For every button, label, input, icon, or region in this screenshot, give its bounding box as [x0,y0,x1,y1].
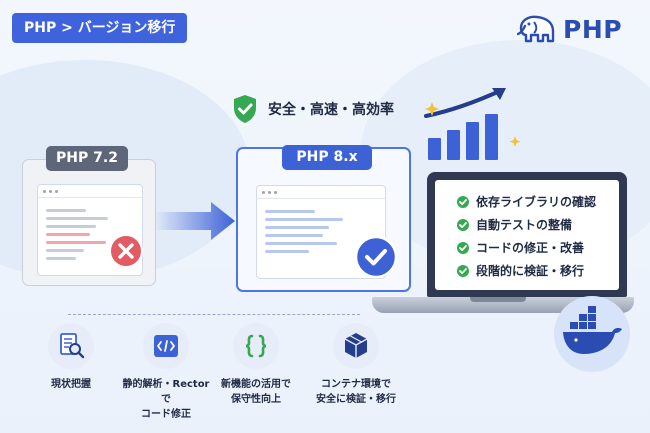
step-icon-circle [233,323,279,369]
checklist-label: 段階的に検証・移行 [476,264,585,278]
braces-icon [245,334,267,358]
title-tag: PHP > バージョン移行 [12,13,188,43]
step-label: 現状把握 [51,379,91,390]
code-line-error [46,233,90,236]
code-icon [154,335,178,357]
step-icon-circle [48,323,94,369]
container-box-icon [344,333,368,358]
step-icon-circle [143,323,189,369]
checklist-label: 自動テストの整備 [476,218,573,232]
check-icon [457,241,469,254]
code-line [265,218,343,221]
laptop-notch [470,297,526,302]
check-icon [457,218,469,231]
step-item: コンテナ環境で 安全に検証・移行 [304,323,408,407]
logo-text: PHP [563,14,623,44]
old-version-label: PHP 7.2 [46,146,128,171]
code-line [46,217,108,220]
growth-chart-icon [424,88,521,160]
checklist-item: 依存ライブラリの確認 [457,190,596,213]
document-search-icon [60,333,85,359]
shield-check-icon [234,95,256,123]
migration-arrow-icon [155,202,235,240]
check-icon [457,264,469,277]
code-line [265,242,337,245]
code-line [265,210,315,213]
checklist-item: 段階的に検証・移行 [457,259,596,282]
steps-connector [68,314,360,315]
docker-badge [554,296,630,372]
success-check-icon [354,235,398,279]
code-line-error [46,241,106,244]
elephant-icon [517,15,555,43]
code-line [46,225,96,228]
checklist: 依存ライブラリの確認 自動テストの整備 コードの修正・改善 段階的に検証・移行 [457,190,596,282]
code-line [46,209,86,212]
checklist-item: コードの修正・改善 [457,236,596,259]
feature-banner: 安全・高速・高効率 [232,94,394,124]
code-line [46,249,84,252]
code-line [46,257,76,260]
step-item: 新機能の活用で 保守性向上 [210,323,302,407]
feature-label: 安全・高速・高効率 [268,102,394,118]
step-item: 現状把握 [34,323,108,392]
step-label: コンテナ環境で 安全に検証・移行 [316,379,396,405]
docker-whale-icon [563,306,622,354]
error-x-icon [109,234,143,268]
php-logo: PHP [517,14,622,44]
window-bar [38,185,142,198]
step-label: 新機能の活用で 保守性向上 [221,379,291,405]
step-label: 静的解析・Rectorで コード修正 [122,379,210,420]
new-version-card [236,147,411,292]
step-icon-circle [333,323,379,369]
checklist-label: 依存ライブラリの確認 [476,195,597,209]
check-icon [457,195,469,208]
step-item: 静的解析・Rectorで コード修正 [120,323,212,422]
checklist-item: 自動テストの整備 [457,213,596,236]
code-line [265,234,323,237]
code-line [265,250,309,253]
code-line [265,226,329,229]
window-bar [257,186,385,199]
new-version-label: PHP 8.x [282,145,372,170]
checklist-label: コードの修正・改善 [476,241,585,255]
old-version-card [22,159,156,286]
